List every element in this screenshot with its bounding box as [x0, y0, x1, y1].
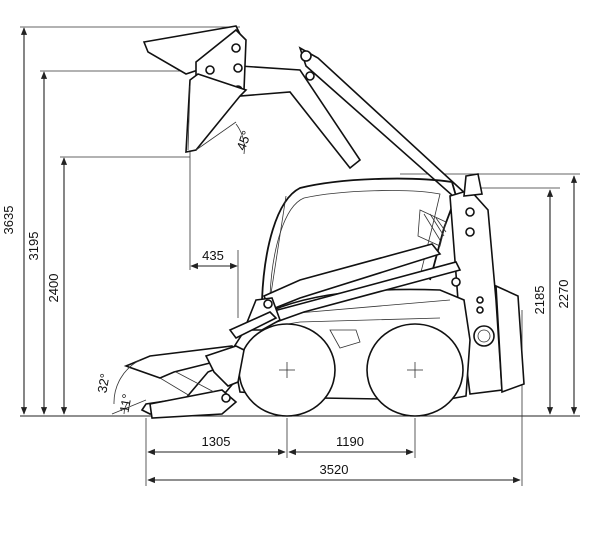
raised-lift-arm: [142, 25, 470, 206]
dim-height-hinge: 3195: [26, 232, 41, 261]
dim-dump-angle: 45°: [233, 129, 254, 153]
dump-angle-arc: [235, 123, 245, 155]
rollback-angle-arc: [113, 359, 141, 405]
height-dimensions-right: [400, 173, 580, 415]
rear-wheel: [366, 323, 464, 417]
length-dimensions: [145, 310, 523, 486]
dim-rollback-angle: 32°: [94, 372, 112, 394]
dump-reach-dimension: [189, 150, 239, 318]
dim-height-dump: 2400: [46, 274, 61, 303]
dim-height-max: 3635: [1, 206, 16, 235]
dim-dump-reach: 435: [202, 248, 224, 263]
bucket-angle-ray: [111, 399, 147, 415]
bucket-angle-arc: [123, 401, 129, 415]
dim-height-overall: 2270: [556, 280, 571, 309]
dim-wheelbase: 1190: [336, 434, 364, 449]
dim-overall-length: 3520: [320, 462, 349, 477]
front-wheel: [238, 323, 336, 417]
lowered-bucket: [123, 345, 245, 419]
dim-front-overhang: 1305: [202, 434, 231, 449]
dim-bucket-angle: 11°: [117, 393, 135, 414]
height-dimensions-left: [20, 26, 240, 415]
dim-height-cab: 2185: [532, 286, 547, 315]
